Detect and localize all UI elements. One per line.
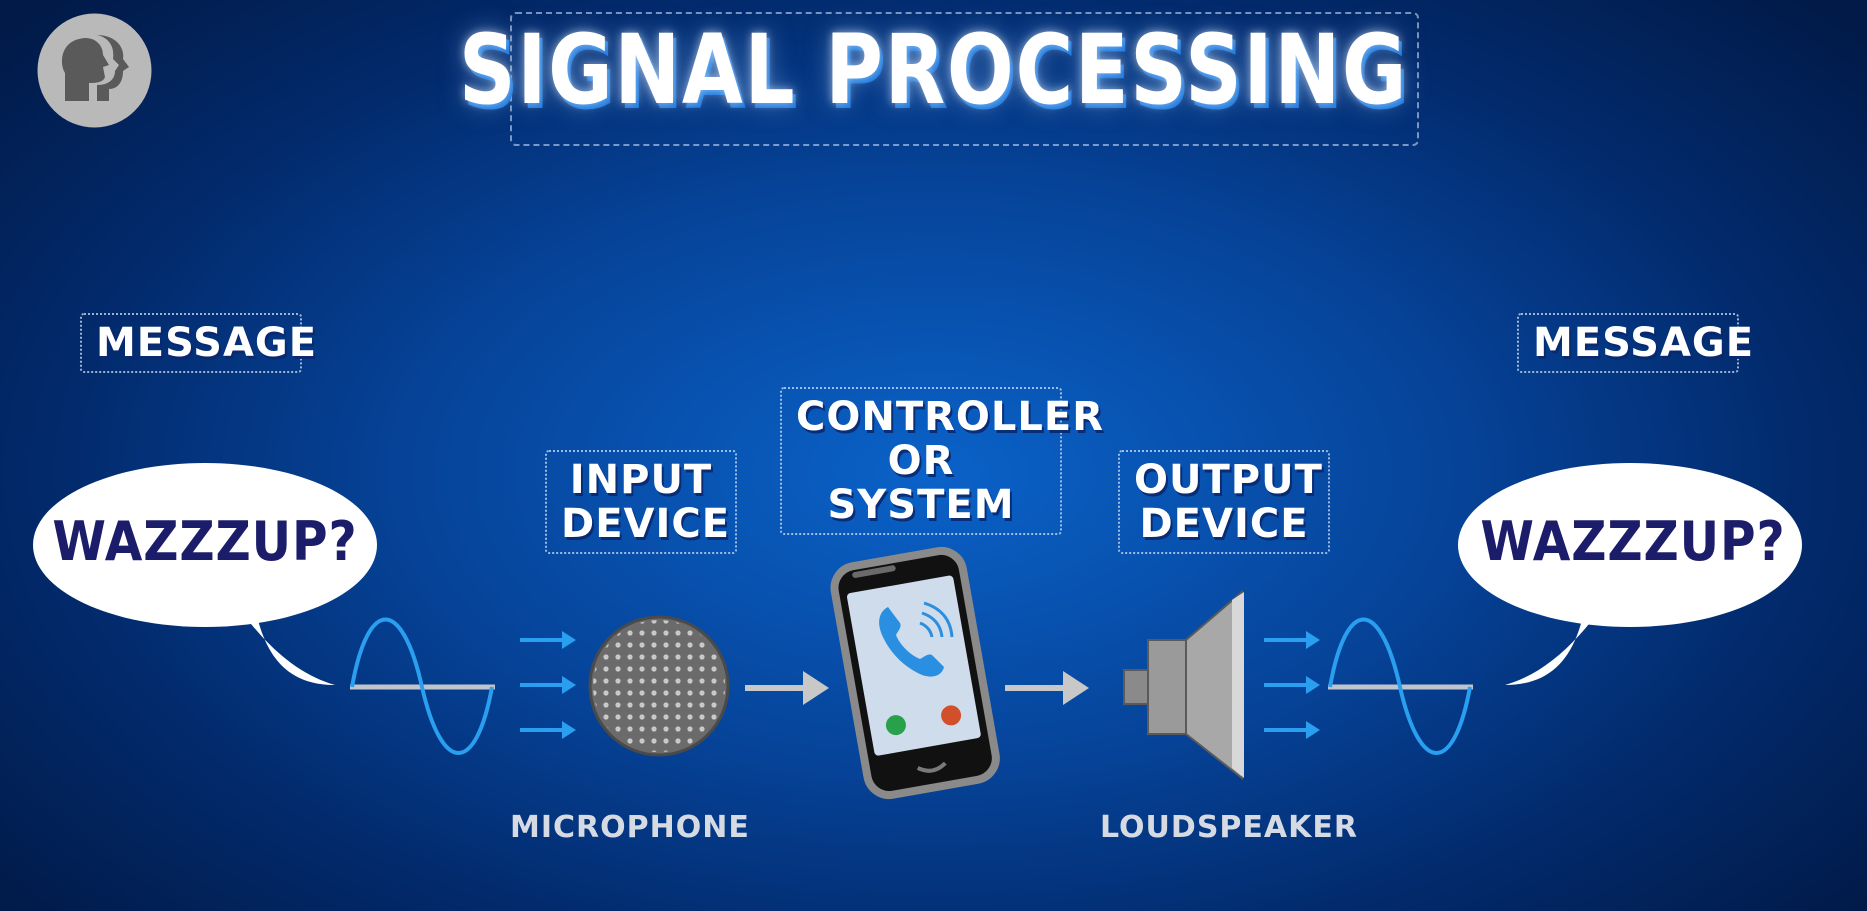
input-device-line2: DEVICE [561,501,731,547]
controller-label: CONTROLLER OR SYSTEM [780,387,1105,535]
message-left-text: MESSAGE [96,320,318,366]
message-label-right: MESSAGE [1517,313,1753,373]
title-frame [510,12,1419,146]
loudspeaker-caption: LOUDSPEAKER [1100,810,1358,845]
arrow-right-icon [1264,631,1320,739]
arrow-right-icon [1005,671,1089,705]
phone-call-icon [879,601,954,677]
arrow-right-icon [520,631,576,739]
input-device-label: INPUT DEVICE [545,450,737,554]
microphone-icon [588,615,730,757]
controller-line1: CONTROLLER [796,394,1105,440]
output-device-line1: OUTPUT [1134,457,1323,503]
speech-bubble-right [1458,463,1802,685]
pbs-logo-icon [37,13,152,128]
arrow-right-icon [745,671,829,705]
message-label-left: MESSAGE [80,313,316,373]
message-right-text: MESSAGE [1533,320,1755,366]
speech-bubble-left [33,463,377,685]
page-title: SIGNAL PROCESSING [458,14,1409,126]
bubble-left-text: WAZZZUP? [52,510,358,573]
input-device-line1: INPUT [569,457,713,503]
sine-wave-icon [1328,617,1473,755]
controller-line2: OR SYSTEM [827,438,1015,528]
sine-wave-icon [350,617,495,755]
loudspeaker-icon [1123,590,1244,780]
microphone-caption: MICROPHONE [510,810,750,845]
bubble-right-text: WAZZZUP? [1480,510,1786,573]
output-device-line2: DEVICE [1139,501,1309,547]
output-device-label: OUTPUT DEVICE [1118,450,1330,554]
